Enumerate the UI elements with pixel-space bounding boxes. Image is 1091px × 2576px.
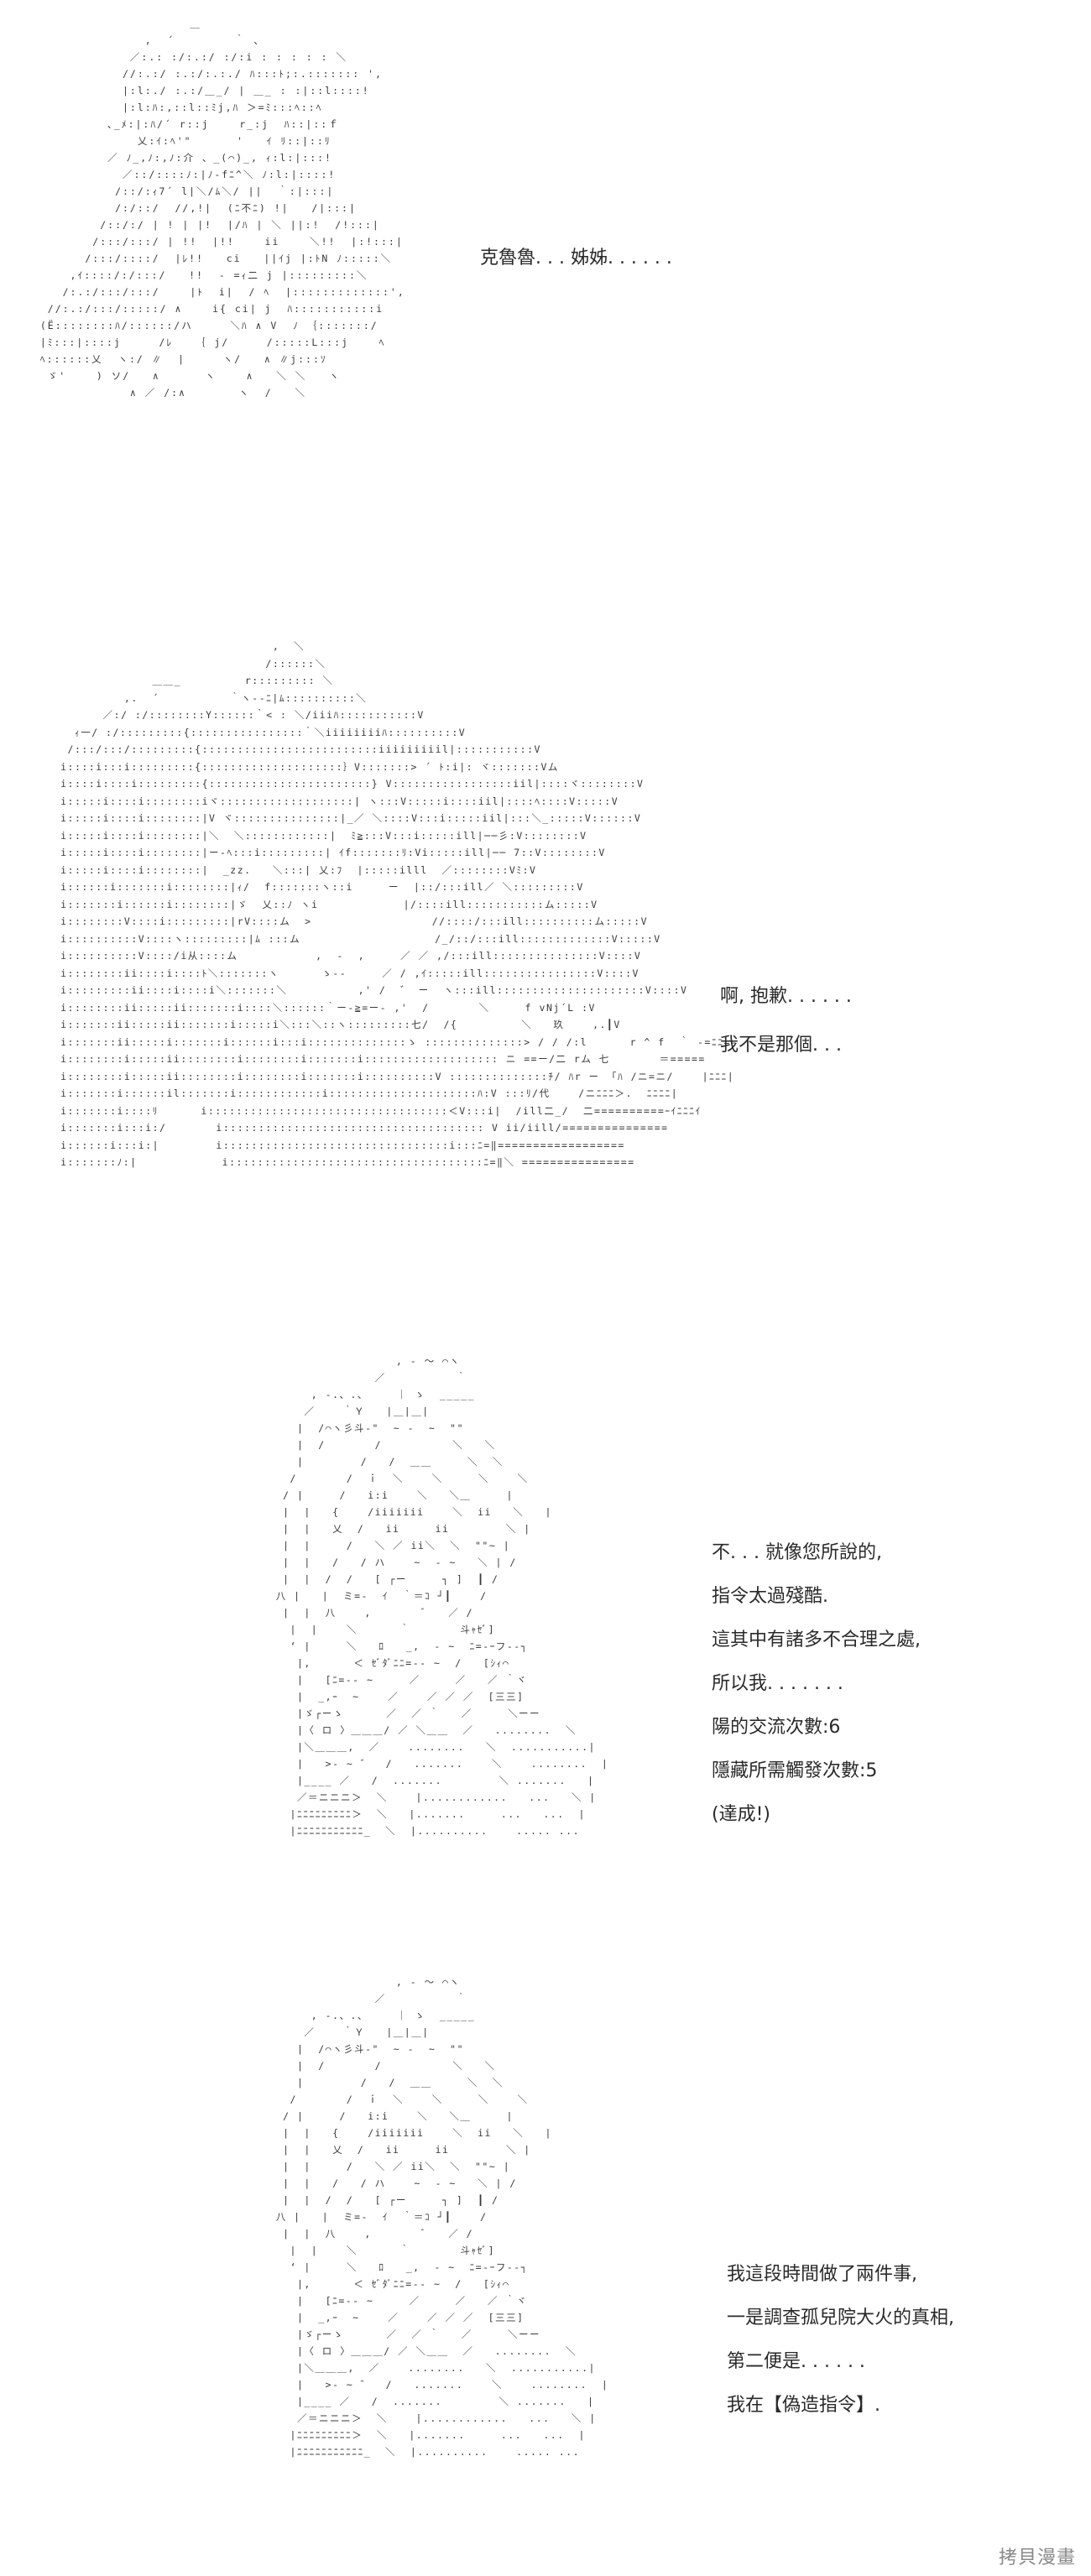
dialogue-line: 這其中有諸多不合理之處, — [712, 1630, 921, 1650]
dialogue-block: 啊, 抱歉. . . . . . 我不是那個. . . — [720, 973, 852, 1070]
panel-2: , ＼ /::::::＼ ＿＿_ r::::::::: ＼ ,. ´ ｀ヽ‐-ﾆ… — [0, 621, 1091, 1334]
dialogue-line: 我在【偽造指令】. — [727, 2395, 880, 2416]
ascii-art-girl-apologizing: , ＼ /::::::＼ ＿＿_ r::::::::: ＼ ,. ´ ｀ヽ‐-ﾆ… — [60, 640, 739, 1168]
dialogue-block: 我這段時間做了兩件事, 一是調查孤兒院大火的真相, 第二便是. . . . . … — [727, 2253, 954, 2427]
dialogue-line: 隱藏所需觸發次數:5 — [712, 1760, 878, 1781]
dialogue-line: 我不是那個. . . — [720, 1035, 842, 1056]
dialogue-line: 陽的交流次數:6 — [712, 1717, 841, 1738]
dialogue-line: 不. . . 就像您所說的, — [712, 1542, 882, 1563]
dialogue-line: 指令太過殘酷. — [712, 1586, 828, 1607]
dialogue-line: 第二便是. . . . . . — [727, 2351, 865, 2372]
dialogue-line: (達成!) — [712, 1804, 770, 1825]
ascii-art-girl-long-hair: ＿ , ´ ｀ 、 ／:.: :/:.:/ :/:i : : : : : ＼ /… — [39, 18, 405, 399]
dialogue-line: 啊, 抱歉. . . . . . — [720, 986, 852, 1007]
watermark: 拷貝漫畫 — [998, 2547, 1076, 2568]
panel-3: , ‐ ～ ⌒ヽ ／ ｀ , ‐.、.、 ｜ ゝ _____ ／ ｀Ｙ |＿|＿… — [0, 1334, 1091, 1955]
panel-1: ＿ , ´ ｀ 、 ／:.: :/:.:/ :/:i : : : : : ＼ /… — [0, 0, 1091, 621]
dialogue-line: 我這段時間做了兩件事, — [727, 2264, 917, 2285]
ascii-art-child-with-glasses-repeat: , ‐ ～ ⌒ヽ ／ ｀ , ‐.、.、 ｜ ゝ _____ ／ ｀Ｙ |＿|＿… — [275, 1976, 609, 2458]
dialogue-block: 不. . . 就像您所說的, 指令太過殘酷. 這其中有諸多不合理之處, 所以我.… — [712, 1531, 921, 1837]
ascii-art-child-with-glasses: , ‐ ～ ⌒ヽ ／ ｀ , ‐.、.、 ｜ ゝ _____ ／ ｀Ｙ |＿|＿… — [275, 1355, 609, 1837]
dialogue-line: 一是調查孤兒院大火的真相, — [727, 2307, 954, 2328]
panel-4: , ‐ ～ ⌒ヽ ／ ｀ , ‐.、.、 ｜ ゝ _____ ／ ｀Ｙ |＿|＿… — [0, 1955, 1091, 2576]
dialogue-line: 克魯魯. . . 姊姊. . . . . . — [480, 248, 672, 269]
dialogue-block: 克魯魯. . . 姊姊. . . . . . — [480, 245, 672, 272]
dialogue-line: 所以我. . . . . . . — [712, 1673, 843, 1694]
